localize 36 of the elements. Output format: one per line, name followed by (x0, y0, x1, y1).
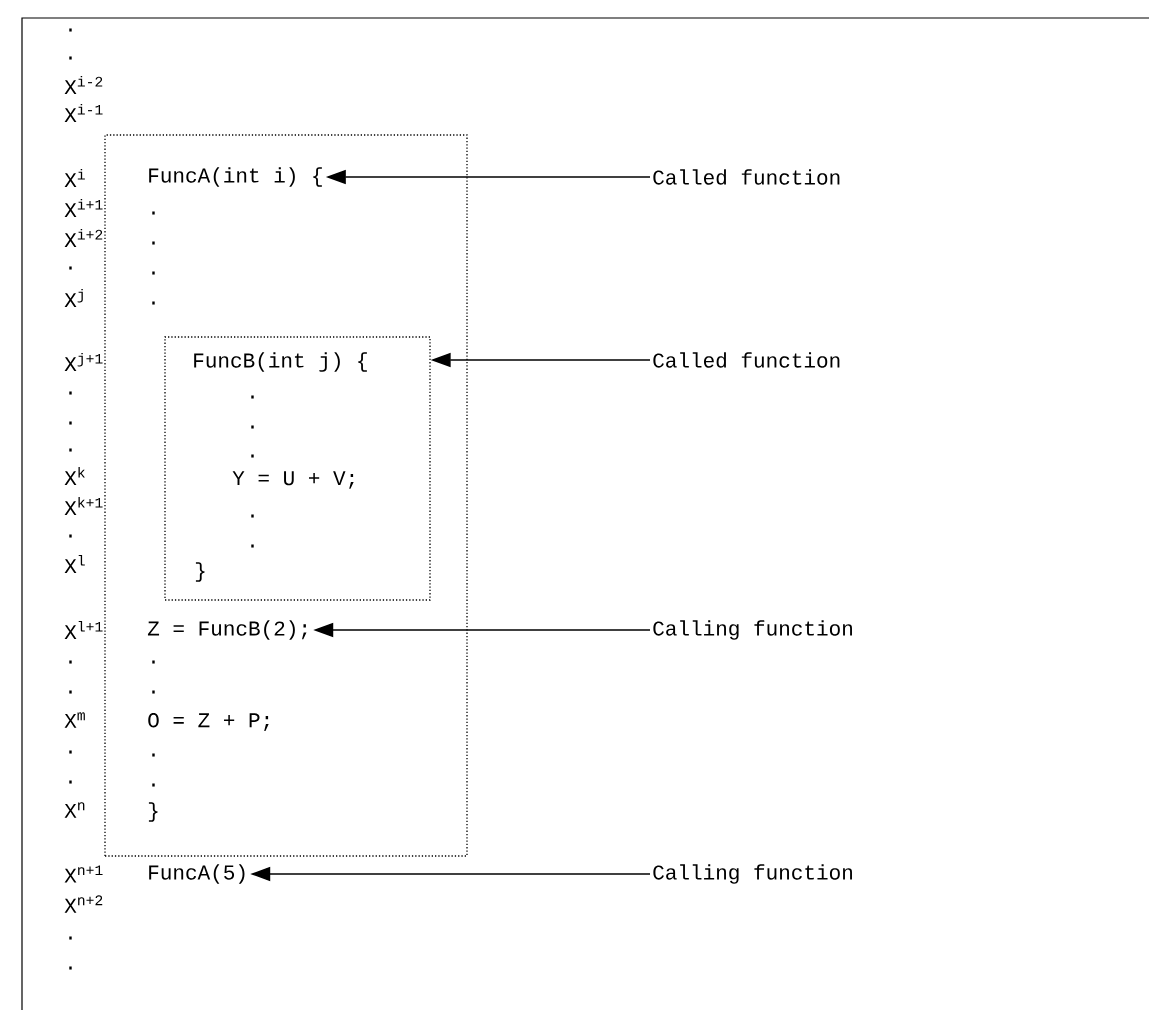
annotation-label: Called function (653, 352, 840, 368)
line-label: X$^{k}$ (64, 466, 85, 486)
line-label: X$^{n+1}$ (64, 865, 103, 883)
line-label: X$^{j}$ (64, 288, 83, 308)
line-label: X$^{n}$ (64, 802, 85, 818)
annotation-label: Called function (653, 169, 840, 185)
line-label: . (69, 690, 72, 694)
line-label: X$^{n+2}$ (64, 895, 103, 913)
line-label: X$^{l+1}$ (64, 620, 103, 640)
line-label: X$^{i}$ (64, 168, 85, 188)
line-label: . (69, 750, 72, 754)
line-label: . (69, 936, 72, 940)
line-label: . (69, 266, 72, 270)
line-label: . (69, 56, 72, 60)
code-block-box: FuncB(int j) { . . . Y = U + V; . . } (164, 336, 431, 601)
code-line: FuncA(5) (149, 864, 245, 884)
line-label: X$^{k+1}$ (64, 496, 103, 516)
line-label: X$^{i-2}$ (64, 75, 103, 95)
line-label: . (69, 534, 72, 538)
line-label: . (69, 421, 72, 425)
line-label: . (69, 966, 72, 970)
annotation-label: Calling function (653, 620, 852, 640)
annotation-label: Calling function (653, 864, 852, 884)
line-label: . (69, 780, 72, 784)
line-label: X$^{j+1}$ (64, 352, 103, 372)
line-label: . (69, 660, 72, 664)
line-label: X$^{i+2}$ (64, 228, 103, 248)
line-label: X$^{l}$ (64, 554, 85, 574)
line-label: X$^{i-1}$ (64, 103, 103, 123)
code-line: Z = FuncB(2); (147, 620, 307, 640)
line-label: . (69, 448, 72, 452)
code-line: FuncA(int i) { (149, 167, 322, 187)
line-label: . (69, 28, 72, 32)
line-label: . (69, 391, 72, 395)
line-label: X$^{m}$ (64, 712, 85, 728)
line-label: X$^{i+1}$ (64, 198, 103, 218)
